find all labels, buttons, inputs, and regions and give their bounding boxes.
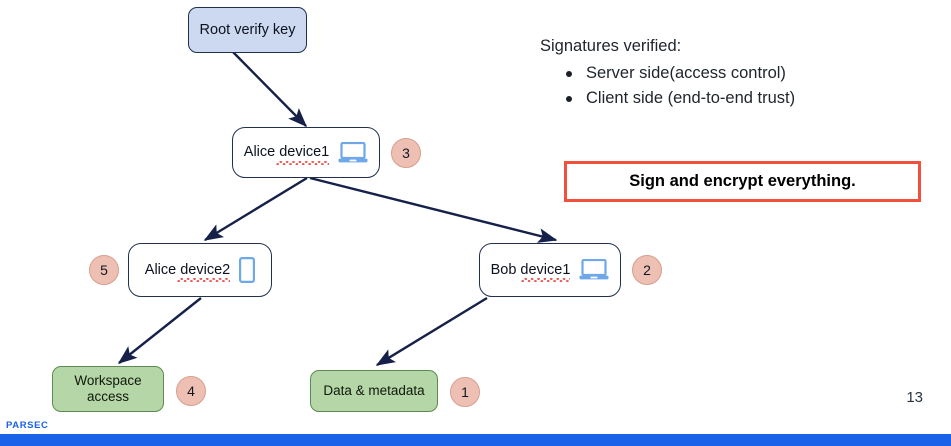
list-item: Server side(access control) — [564, 61, 920, 87]
node-alice-device1[interactable]: Alice device1 — [232, 127, 380, 178]
node-label-wrap: Alice device2 — [144, 261, 231, 283]
badge-workspace-access: 4 — [176, 376, 206, 406]
badge-alice-device2: 5 — [89, 255, 119, 285]
node-label-wrap: Bob device1 — [490, 261, 571, 283]
badge-value: 4 — [187, 383, 195, 399]
badge-bob-device1: 2 — [632, 255, 662, 285]
spellcheck-squiggle — [177, 278, 231, 283]
edge-bob1-to-data — [375, 296, 488, 367]
node-alice-device2[interactable]: Alice device2 — [128, 243, 272, 297]
spellcheck-squiggle — [520, 278, 571, 283]
node-label: Alice device1 — [243, 144, 330, 161]
node-label: Data & metadata — [323, 383, 425, 399]
laptop-icon — [579, 259, 609, 280]
callout-box: Sign and encrypt everything. — [564, 161, 921, 202]
badge-value: 1 — [461, 384, 469, 400]
node-workspace-access[interactable]: Workspace access — [52, 366, 164, 412]
laptop-icon — [338, 141, 368, 162]
node-bob-device1[interactable]: Bob device1 — [479, 243, 621, 297]
edge-root-to-alice1 — [232, 51, 308, 128]
notes-bullet-list: Server side(access control) Client side … — [540, 61, 920, 112]
spellcheck-squiggle — [276, 160, 330, 165]
phone-icon — [239, 257, 256, 283]
footer-bar — [0, 434, 951, 446]
badge-value: 3 — [402, 145, 410, 161]
edge-alice2-to-workspace — [117, 297, 202, 364]
node-label-line2: access — [86, 389, 130, 404]
edge-alice1-to-bob1 — [309, 176, 558, 243]
badge-data-metadata: 1 — [450, 377, 480, 407]
node-data-metadata[interactable]: Data & metadata — [310, 370, 438, 412]
node-label: Alice device2 — [144, 261, 231, 278]
badge-alice-device1: 3 — [391, 138, 421, 168]
badge-value: 5 — [100, 262, 108, 278]
callout-text: Sign and encrypt everything. — [629, 172, 856, 190]
edge-alice1-to-alice2 — [203, 176, 308, 242]
signatures-verified-notes: Signatures verified: Server side(access … — [540, 34, 920, 112]
node-root-verify-key[interactable]: Root verify key — [188, 7, 307, 53]
node-label: Root verify key — [199, 21, 296, 38]
node-label: Bob device1 — [490, 261, 571, 278]
page-number: 13 — [906, 389, 923, 406]
brand-logo: PARSEC — [6, 420, 49, 431]
badge-value: 2 — [643, 262, 651, 278]
list-item: Client side (end-to-end trust) — [564, 86, 920, 112]
node-label-wrap: Alice device1 — [243, 144, 330, 165]
node-label-line1: Workspace — [74, 373, 142, 389]
notes-heading: Signatures verified: — [540, 37, 682, 55]
